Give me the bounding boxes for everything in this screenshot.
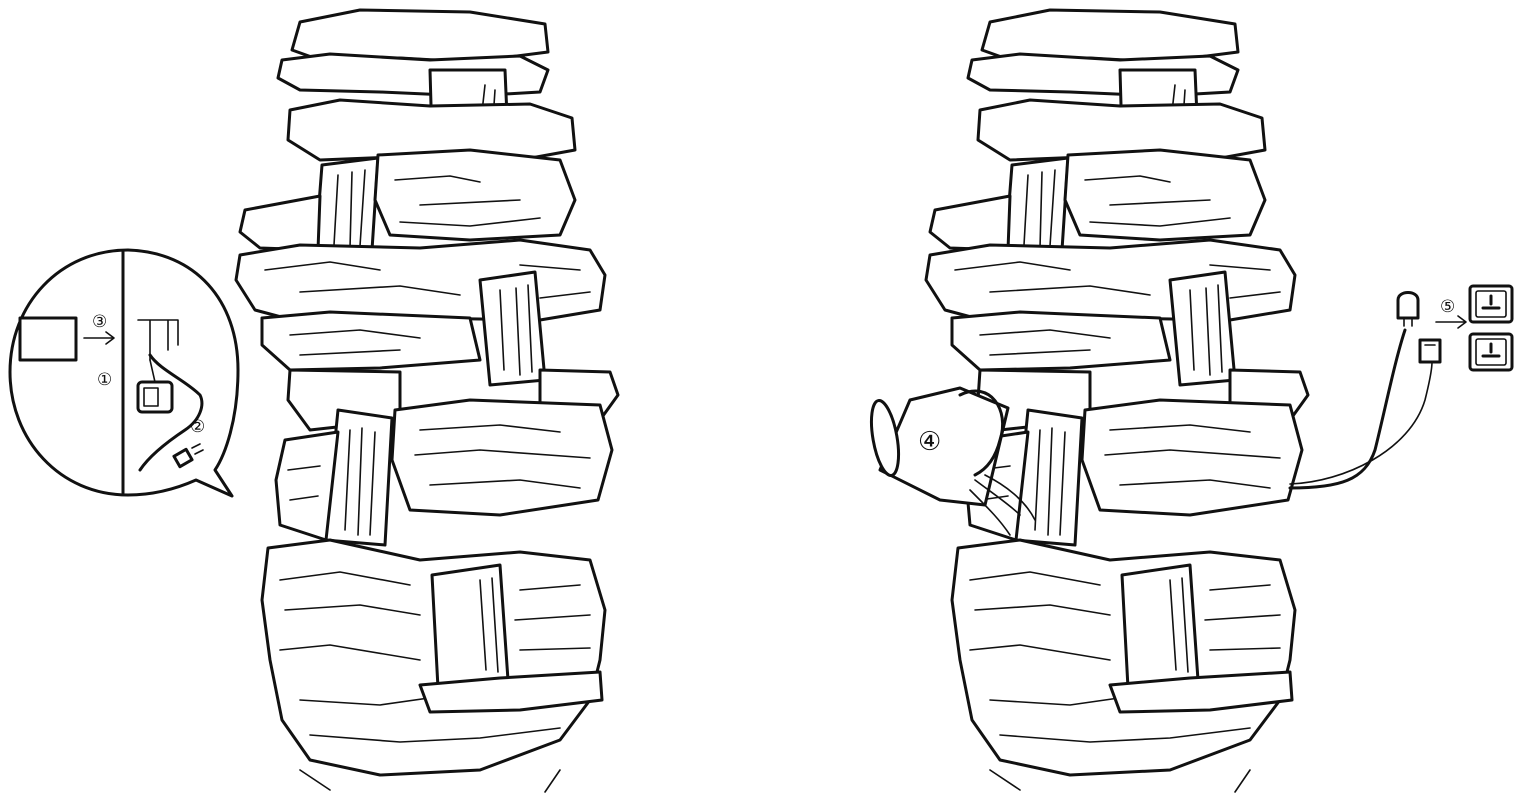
step-1-label: ①: [97, 370, 112, 390]
step-3-label: ③: [92, 312, 107, 332]
power-socket-icon: [1470, 334, 1512, 370]
step-5-label: ⑤: [1440, 297, 1455, 317]
power-adapter-icon: [1420, 340, 1440, 362]
power-socket-icon: [1470, 286, 1512, 322]
arrow-icon: [1436, 316, 1466, 328]
step-2-label: ②: [190, 417, 205, 437]
step-4-label: ④: [918, 427, 941, 457]
fountain-left: [236, 10, 618, 792]
pump-detail-callout: ③ ① ②: [10, 250, 238, 496]
power-plug-icon: [1398, 293, 1418, 327]
reservoir-box: [20, 318, 76, 360]
power-connection: ⑤: [1290, 286, 1512, 488]
